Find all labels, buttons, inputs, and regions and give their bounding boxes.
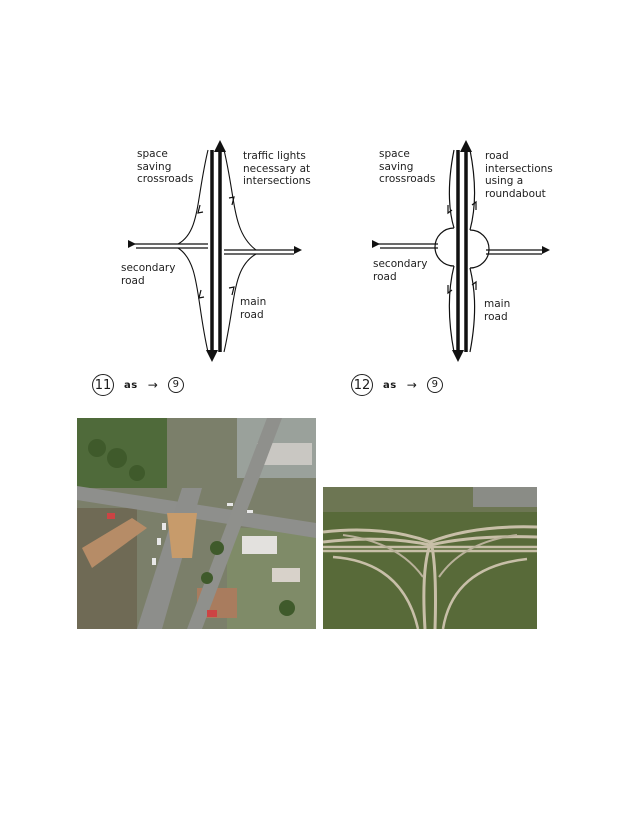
right-roundabouts	[435, 150, 489, 352]
right-label-roundabout: road intersections using a roundabout	[485, 150, 553, 200]
left-label-secondary-road: secondary road	[121, 262, 175, 287]
right-label-secondary-road: secondary road	[373, 258, 427, 283]
left-label-space-saving: space saving crossroads	[137, 148, 193, 186]
figure-ref-9: 9	[427, 377, 443, 393]
figure-ref-9: 9	[168, 377, 184, 393]
left-secondary-road	[132, 244, 298, 254]
left-caption: 11 as → 9	[92, 374, 184, 396]
aerial-interchange-photo	[323, 487, 537, 629]
arrow-icon: →	[148, 378, 158, 392]
right-caption: 12 as → 9	[351, 374, 443, 396]
aerial-urban-intersection-photo	[77, 418, 316, 629]
left-main-road	[206, 140, 226, 362]
right-secondary-road	[376, 244, 546, 254]
caption-as: as	[383, 380, 397, 391]
caption-as: as	[124, 380, 138, 391]
figure-number-11: 11	[92, 374, 114, 396]
right-label-space-saving: space saving crossroads	[379, 148, 435, 186]
right-main-road	[452, 140, 472, 362]
figure-number-12: 12	[351, 374, 373, 396]
left-label-traffic-lights: traffic lights necessary at intersection…	[243, 150, 311, 188]
arrow-icon: →	[407, 378, 417, 392]
left-label-main-road: main road	[240, 296, 266, 321]
right-label-main-road: main road	[484, 298, 510, 323]
